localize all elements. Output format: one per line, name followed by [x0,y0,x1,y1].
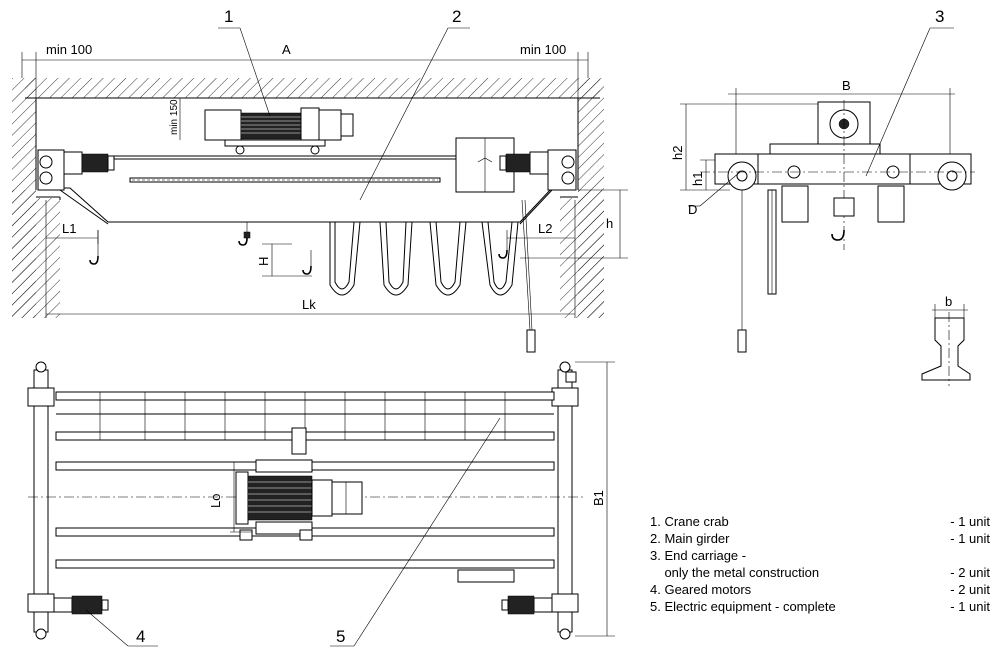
legend-row: 4. Geared motors - 2 unit [650,581,990,598]
legend-item: 2. Main girder [650,531,730,546]
dim-L2: L2 [538,221,552,236]
hook-lower [302,250,312,275]
festoon-cables [329,221,519,296]
front-elevation-view: min 100 A min 100 min 150 [12,7,628,353]
legend-qty: - 1 unit [950,599,990,614]
dim-h: h [606,216,613,231]
legend-item: 1. Crane crab [650,514,729,529]
left-end-carriage [37,149,115,191]
dim-min100-right: min 100 [520,42,566,57]
geared-motor-left [53,595,109,615]
legend-qty: - 2 unit [950,565,990,580]
dim-H: H [256,257,271,266]
pendant-control [526,329,536,353]
legend-row: 2. Main girder - 1 unit [650,530,990,547]
legend-row: 5. Electric equipment - complete - 1 unit [650,598,990,615]
side-view: B h2 h1 D 3 [670,7,975,386]
hook-center [238,222,251,246]
crane-crab [204,107,354,155]
dim-B: B [842,78,851,93]
legend-qty: - 1 unit [950,514,990,529]
dim-min100-left: min 100 [46,42,92,57]
dim-L1: L1 [62,221,76,236]
hook-left [89,230,99,265]
legend-item: only the metal construction [650,565,820,580]
callout-5: 5 [336,627,345,646]
dim-D: D [688,202,697,217]
geared-motor-right [501,595,553,615]
left-ledge-hatch [12,190,60,318]
dim-h1: h1 [690,172,705,186]
callout-4: 4 [136,627,145,646]
legend-item: 3. End carriage - [650,548,747,563]
legend-row: only the metal construction - 2 unit [650,564,990,581]
right-ledge-hatch [560,190,604,318]
legend-qty: - 1 unit [950,531,990,546]
plan-view: Lo B1 4 5 [27,361,615,647]
ceiling-hatch [25,78,600,98]
parts-legend: 1. Crane crab - 1 unit 2. Main girder - 1 … [650,513,990,615]
legend-qty: - 2 unit [950,582,990,597]
legend-item: 5. Electric equipment - complete [650,599,836,614]
legend-row: 1. Crane crab - 1 unit [650,513,990,530]
hook-right [498,230,508,259]
dim-min150: min 150 [169,99,180,135]
main-girder [46,187,575,223]
callout-2: 2 [452,7,461,26]
side-pendant [737,329,747,353]
legend-row: 3. End carriage - [650,547,990,564]
plan-electrical-box [457,569,515,583]
plan-crab [235,427,363,541]
rail-section: b [921,294,971,386]
legend-item: 4. Geared motors [650,582,752,597]
dim-Lo: Lo [208,494,223,508]
dim-b: b [945,294,952,309]
right-end-carriage [499,149,577,191]
dim-h2: h2 [670,146,685,160]
dim-B1: B1 [591,490,606,506]
callout-3: 3 [935,7,944,26]
dim-Lk: Lk [302,297,316,312]
callout-1: 1 [224,7,233,26]
dim-A: A [282,42,291,57]
hoist-drum [240,112,302,140]
